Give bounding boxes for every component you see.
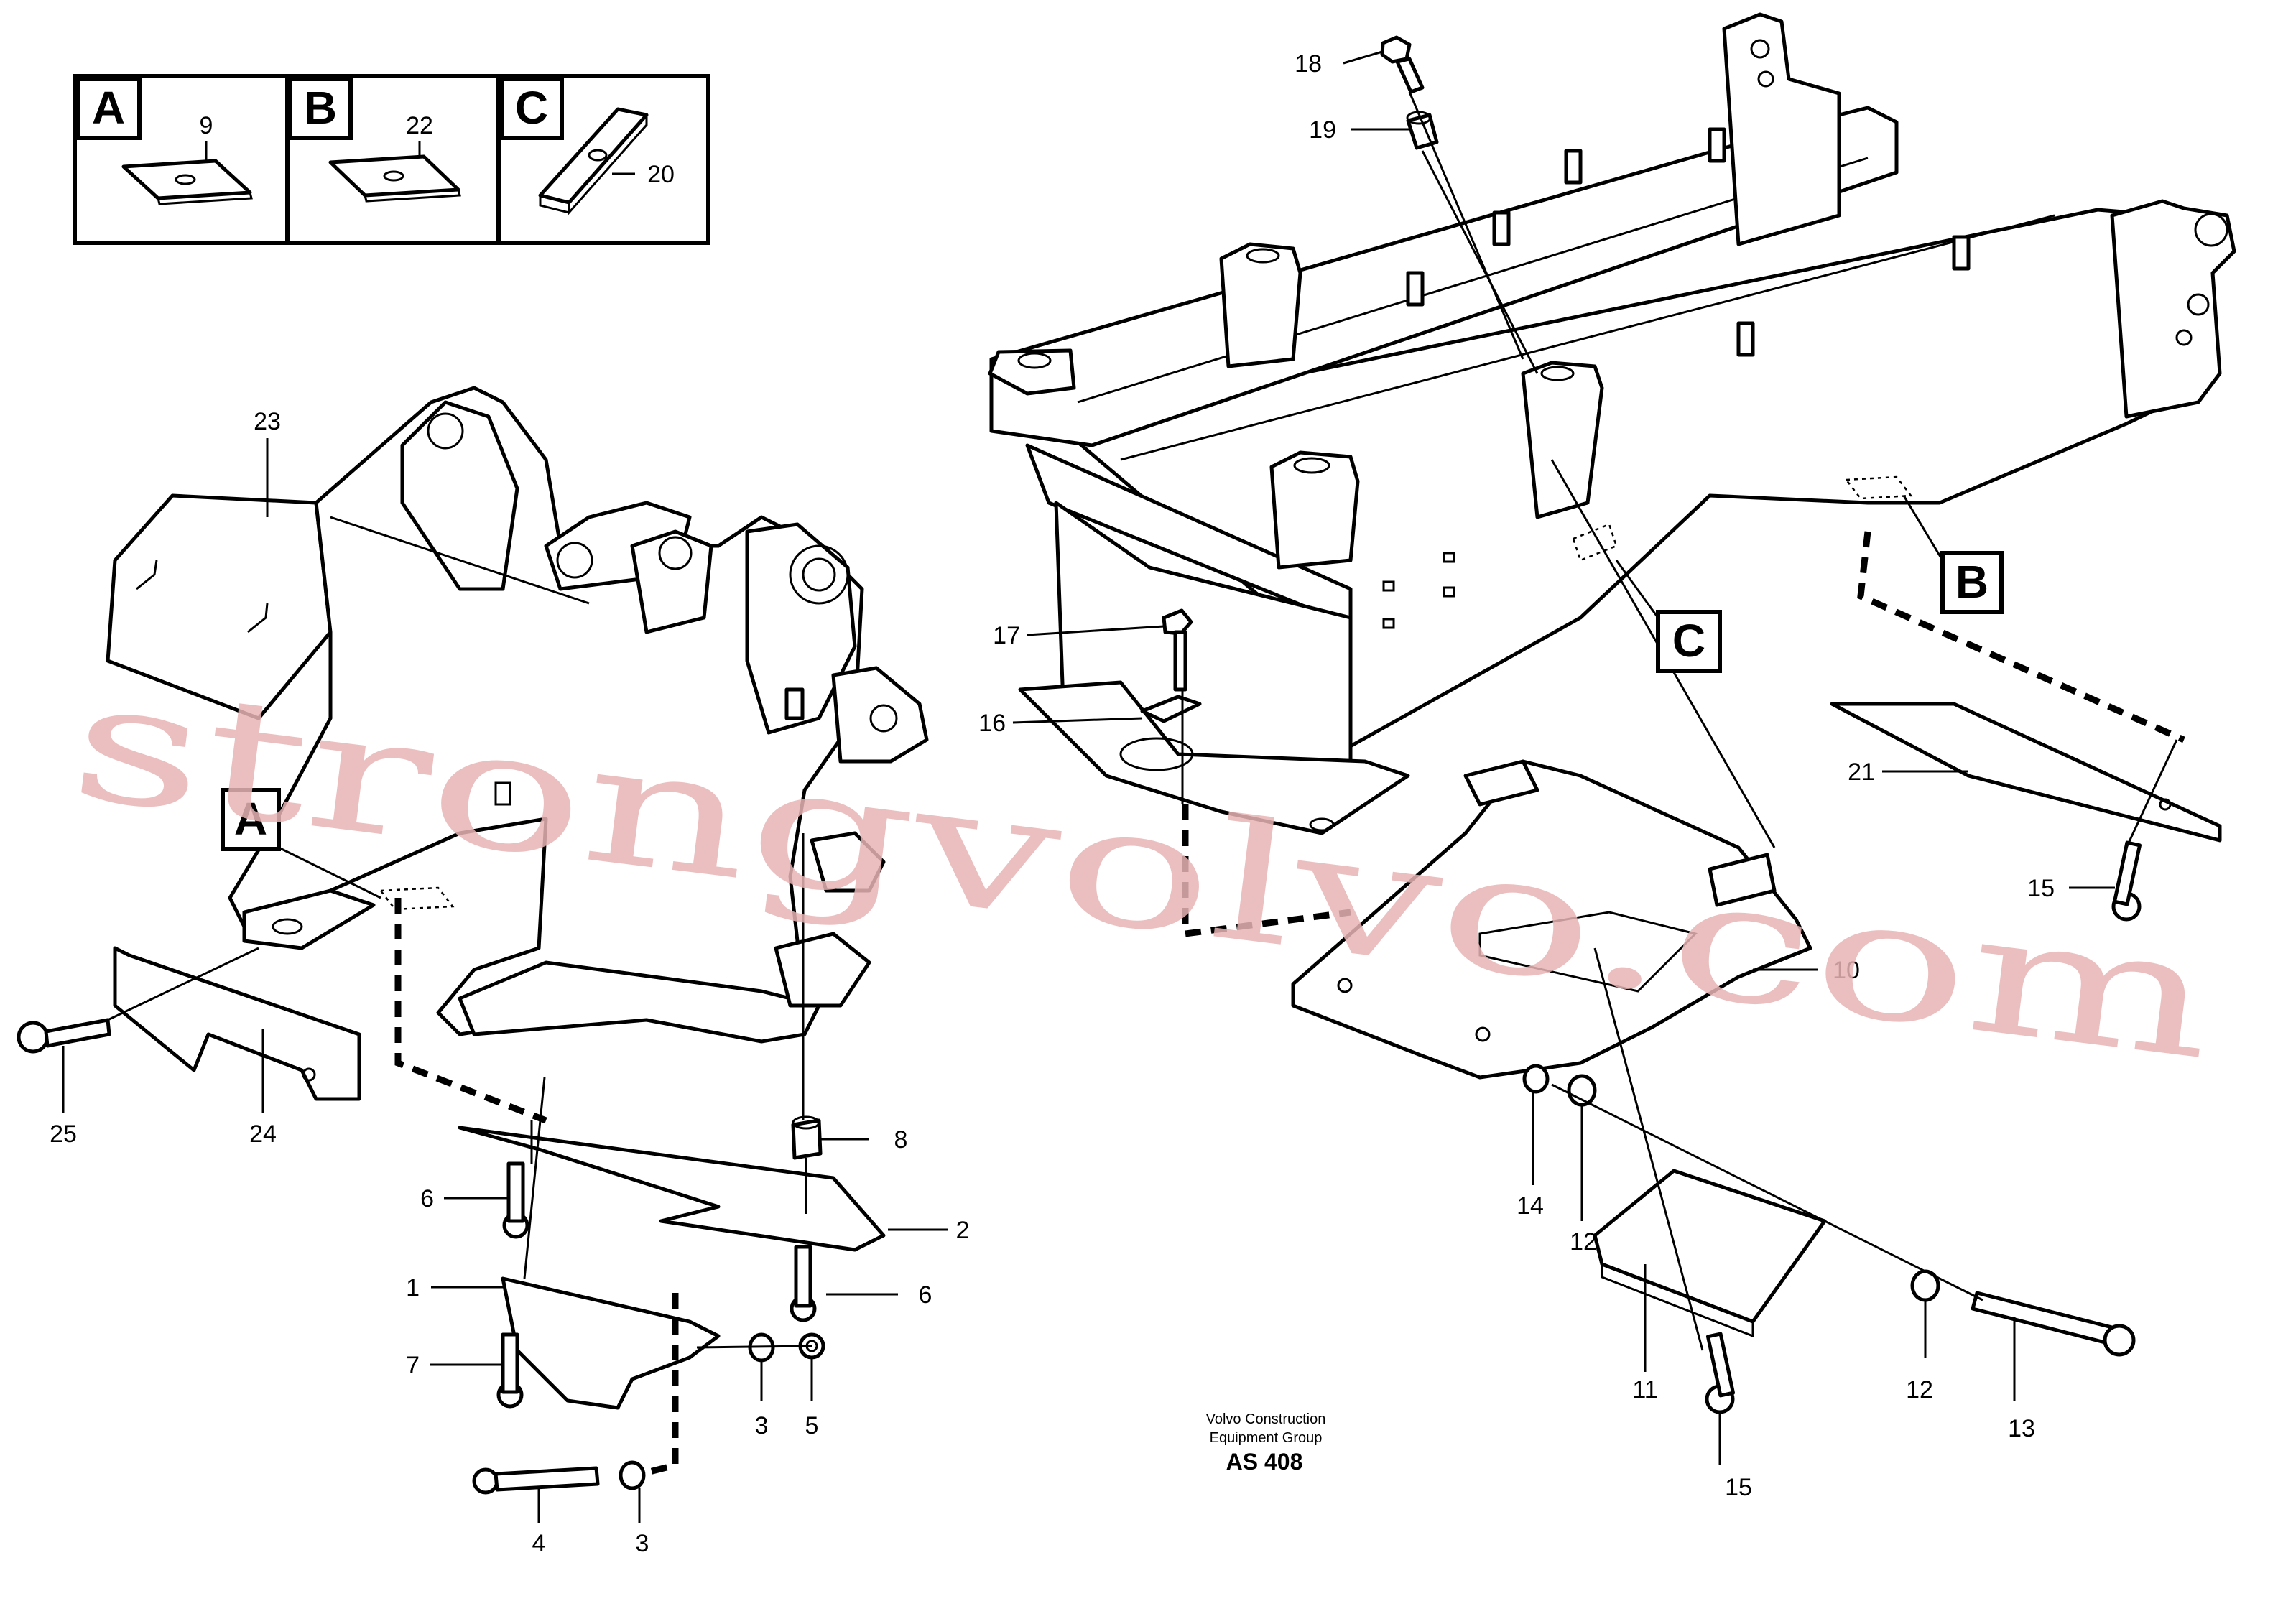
bracket-1-shape — [501, 1276, 721, 1410]
callout-16: 16 — [978, 710, 1006, 737]
footer-line-1: Volvo Construction — [1206, 1411, 1326, 1427]
callout-18: 18 — [1295, 50, 1322, 78]
callout-7: 7 — [406, 1352, 420, 1379]
callout-labels: 18 19 17 16 23 25 24 6 2 6 1 7 8 3 5 4 3… — [50, 50, 2055, 1557]
footer-line-2: Equipment Group — [1210, 1430, 1323, 1446]
inset-a-part-number: 9 — [200, 112, 213, 139]
inset-b-letter: B — [304, 82, 337, 134]
marker-a-letter: A — [234, 793, 267, 845]
guard-24-shape — [113, 946, 361, 1101]
marker-b-letter: B — [1955, 556, 1988, 608]
inset-b-part-number: 22 — [406, 112, 433, 139]
inset-a-letter: A — [92, 82, 125, 134]
callout-4: 4 — [532, 1530, 546, 1557]
callout-6b: 6 — [919, 1281, 932, 1309]
callout-25: 25 — [50, 1120, 77, 1148]
guards-drawing — [113, 702, 2222, 1410]
callout-leaders — [62, 50, 2115, 1523]
drawing-footer: Volvo Construction Equipment Group AS 40… — [1206, 1411, 1326, 1475]
callout-19: 19 — [1309, 116, 1336, 144]
callout-5: 5 — [805, 1412, 819, 1439]
callout-12b: 12 — [1906, 1376, 1933, 1403]
callout-12a: 12 — [1570, 1228, 1597, 1256]
callout-10: 10 — [1833, 957, 1860, 984]
callout-24: 24 — [249, 1120, 277, 1148]
callout-8: 8 — [894, 1126, 908, 1154]
marker-c-letter: C — [1672, 615, 1705, 667]
callout-21: 21 — [1848, 758, 1875, 786]
inset-c-part-number: 20 — [647, 161, 675, 188]
callout-3a: 3 — [755, 1412, 769, 1439]
guard-10-shape — [1291, 759, 1812, 1080]
footer-drawing-code: AS 408 — [1226, 1449, 1303, 1475]
reference-markers: A B C — [221, 495, 2004, 899]
inset-c-letter: C — [515, 82, 548, 134]
callout-11: 11 — [1632, 1376, 1657, 1403]
callout-3b: 3 — [636, 1530, 649, 1557]
plate-2-shape — [458, 1126, 886, 1252]
plate-21-shape — [1830, 702, 2222, 843]
cover-11-shape — [1593, 1169, 1827, 1324]
fasteners — [17, 35, 2142, 1495]
marker-b-box — [1940, 551, 2004, 614]
assembly-lines — [107, 91, 2185, 1476]
inset-detail-panel: A 9 B 22 C 20 — [73, 74, 710, 245]
inset-a: A 9 — [75, 77, 253, 205]
callout-17: 17 — [993, 622, 1020, 649]
callout-15b: 15 — [2027, 875, 2055, 902]
callout-14: 14 — [1517, 1192, 1544, 1220]
callout-6a: 6 — [420, 1185, 434, 1212]
callout-2: 2 — [956, 1217, 970, 1244]
marker-c-box — [1656, 610, 1722, 673]
callout-1: 1 — [406, 1274, 420, 1301]
callout-15a: 15 — [1725, 1474, 1752, 1501]
front-frame-drawing — [106, 386, 929, 1044]
inset-b: B 22 — [288, 77, 461, 203]
rear-frame-drawing — [988, 12, 2236, 835]
inset-c: C 20 — [499, 77, 675, 215]
marker-a-box — [221, 788, 281, 851]
callout-13: 13 — [2008, 1415, 2035, 1442]
callout-23: 23 — [254, 408, 281, 435]
